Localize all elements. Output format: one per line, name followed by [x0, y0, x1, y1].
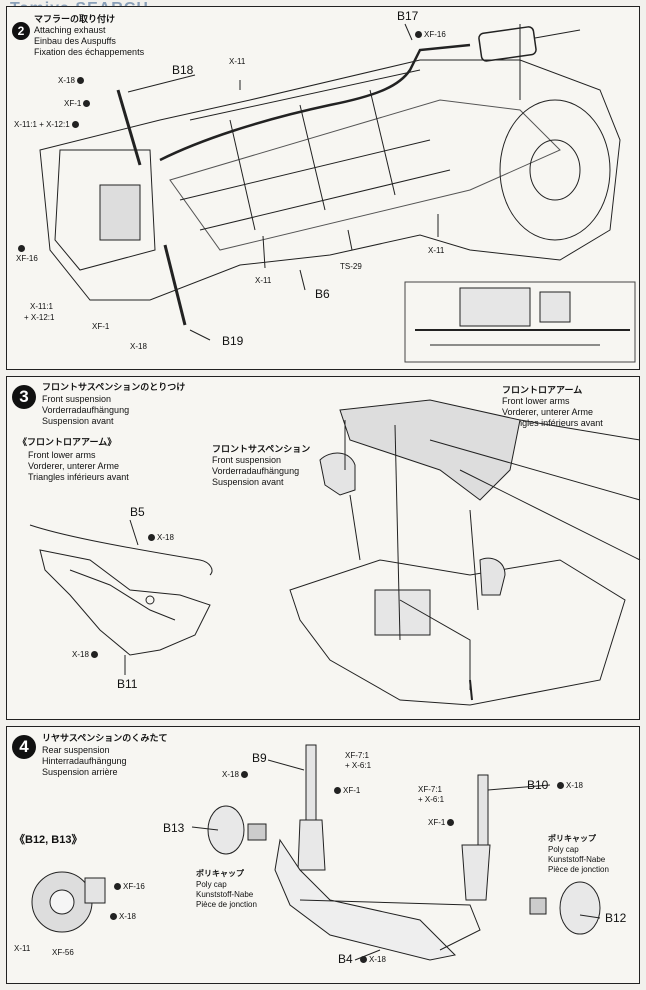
part-label-b13: B13	[163, 821, 185, 835]
polycap-right-fr: Pièce de jonction	[548, 865, 609, 874]
paint-label-x18-b10: X-18	[555, 781, 583, 791]
step-3-sub2-en: Front suspension	[212, 455, 282, 465]
paint-label-x18-b9: X-18	[222, 770, 250, 780]
paint-label-x11-top: X-11	[229, 57, 246, 66]
polycap-left-fr: Pièce de jonction	[196, 900, 257, 909]
paint-label-xf1-right: XF-1	[428, 818, 456, 828]
step-3-title-en: Front suspension	[42, 394, 112, 404]
paint-label-x18-b4: X-18	[358, 955, 386, 965]
step-2-title-jp: マフラーの取り付け	[34, 14, 116, 24]
paint-label-xf16-b17: XF-16	[413, 30, 446, 40]
polycap-right-jp: ポリキャップ	[548, 834, 596, 843]
polycap-right-en: Poly cap	[548, 845, 579, 854]
paint-label-x18-lower: X-18	[130, 342, 147, 351]
step-3-sub3-en: Front lower arms	[502, 396, 570, 406]
step-4-hub-sublabel: 《B12, B13》	[14, 834, 83, 846]
paint-label-xf7-right: XF-7:1	[418, 785, 443, 794]
step-2-title-de: Einbau des Auspuffs	[34, 36, 116, 46]
paint-label-xf16-hub: XF-16	[112, 882, 145, 892]
part-label-b19: B19	[222, 334, 244, 348]
polycap-left-en: Poly cap	[196, 880, 227, 889]
paint-label-x18-hub: X-18	[108, 912, 136, 922]
polycap-left-de: Kunststoff-Nabe	[196, 890, 254, 899]
step-3-sub1-de: Vorderer, unterer Arme	[28, 461, 120, 471]
paint-label-x18-b5: X-18	[146, 533, 174, 543]
part-label-b12: B12	[605, 911, 627, 925]
paint-label-x18-left: X-18	[58, 76, 86, 86]
paint-label-x6-left: + X-6:1	[345, 761, 372, 770]
part-label-b18: B18	[172, 63, 194, 77]
part-label-b10: B10	[527, 778, 549, 792]
step-3-sub2-jp: フロントサスペンション	[212, 444, 311, 454]
part-label-b17: B17	[397, 9, 419, 23]
step-3-sub1-jp: 《フロントロアアーム》	[18, 437, 117, 447]
paint-label-xf1-left: XF-1	[332, 786, 360, 796]
paint-label-x6-right: + X-6:1	[418, 795, 445, 804]
part-label-b6: B6	[315, 287, 330, 301]
polycap-right-de: Kunststoff-Nabe	[548, 855, 606, 864]
step-3-sub2-de: Vorderradaufhängung	[212, 466, 300, 476]
step-3-sub1-en: Front lower arms	[28, 450, 96, 460]
paint-label-xf1-left: XF-1	[64, 99, 92, 109]
step-3-sub3-jp: フロントロアアーム	[502, 385, 583, 395]
step-2-number-badge: 2	[12, 22, 30, 40]
step-3-sub3-fr: Triangles inférieurs avant	[502, 418, 603, 428]
step-4-title-fr: Suspension arrière	[42, 767, 118, 777]
step-4-title-en: Rear suspension	[42, 745, 110, 755]
part-label-b11: B11	[117, 677, 138, 691]
paint-label-x11-mid: X-11	[255, 276, 272, 285]
step-2-title-fr: Fixation des échappements	[34, 47, 145, 57]
part-label-b4: B4	[338, 952, 353, 966]
polycap-left-jp: ポリキャップ	[196, 869, 244, 878]
step-3-title-jp: フロントサスペンションのとりつけ	[42, 382, 186, 392]
part-label-b9: B9	[252, 751, 267, 765]
paint-label-x12-mix-b: + X-12:1	[24, 313, 55, 322]
step-3-number-badge: 3	[12, 385, 36, 409]
step-4-title-de: Hinterradaufhängung	[42, 756, 127, 766]
paint-label-x18-b11: X-18	[72, 650, 100, 660]
paint-label-xf56-hub: XF-56	[52, 948, 74, 957]
paint-label-xf7-left: XF-7:1	[345, 751, 370, 760]
paint-label-x11-hub: X-11	[14, 944, 31, 953]
paint-label-mix-left: X-11:1 + X-12:1	[14, 120, 81, 130]
step-4-title-jp: リヤサスペンションのくみたて	[42, 733, 168, 743]
step-3-sub2-fr: Suspension avant	[212, 477, 284, 487]
step-3-sub1-fr: Triangles inférieurs avant	[28, 472, 129, 482]
paint-label-ts29: TS-29	[340, 262, 362, 271]
paint-label-xf16-left: XF-16	[16, 244, 38, 264]
step-3-panel	[6, 376, 640, 720]
paint-label-x11-right: X-11	[428, 246, 445, 255]
paint-label-x11-mix-a: X-11:1	[30, 302, 53, 311]
step-3-title-de: Vorderradaufhängung	[42, 405, 130, 415]
step-2-title-en: Attaching exhaust	[34, 25, 106, 35]
part-label-b5: B5	[130, 505, 145, 519]
step-3-sub3-de: Vorderer, unterer Arme	[502, 407, 594, 417]
paint-label-xf1-lower: XF-1	[92, 322, 110, 331]
step-3-title-fr: Suspension avant	[42, 416, 114, 426]
step-4-number-badge: 4	[12, 735, 36, 759]
